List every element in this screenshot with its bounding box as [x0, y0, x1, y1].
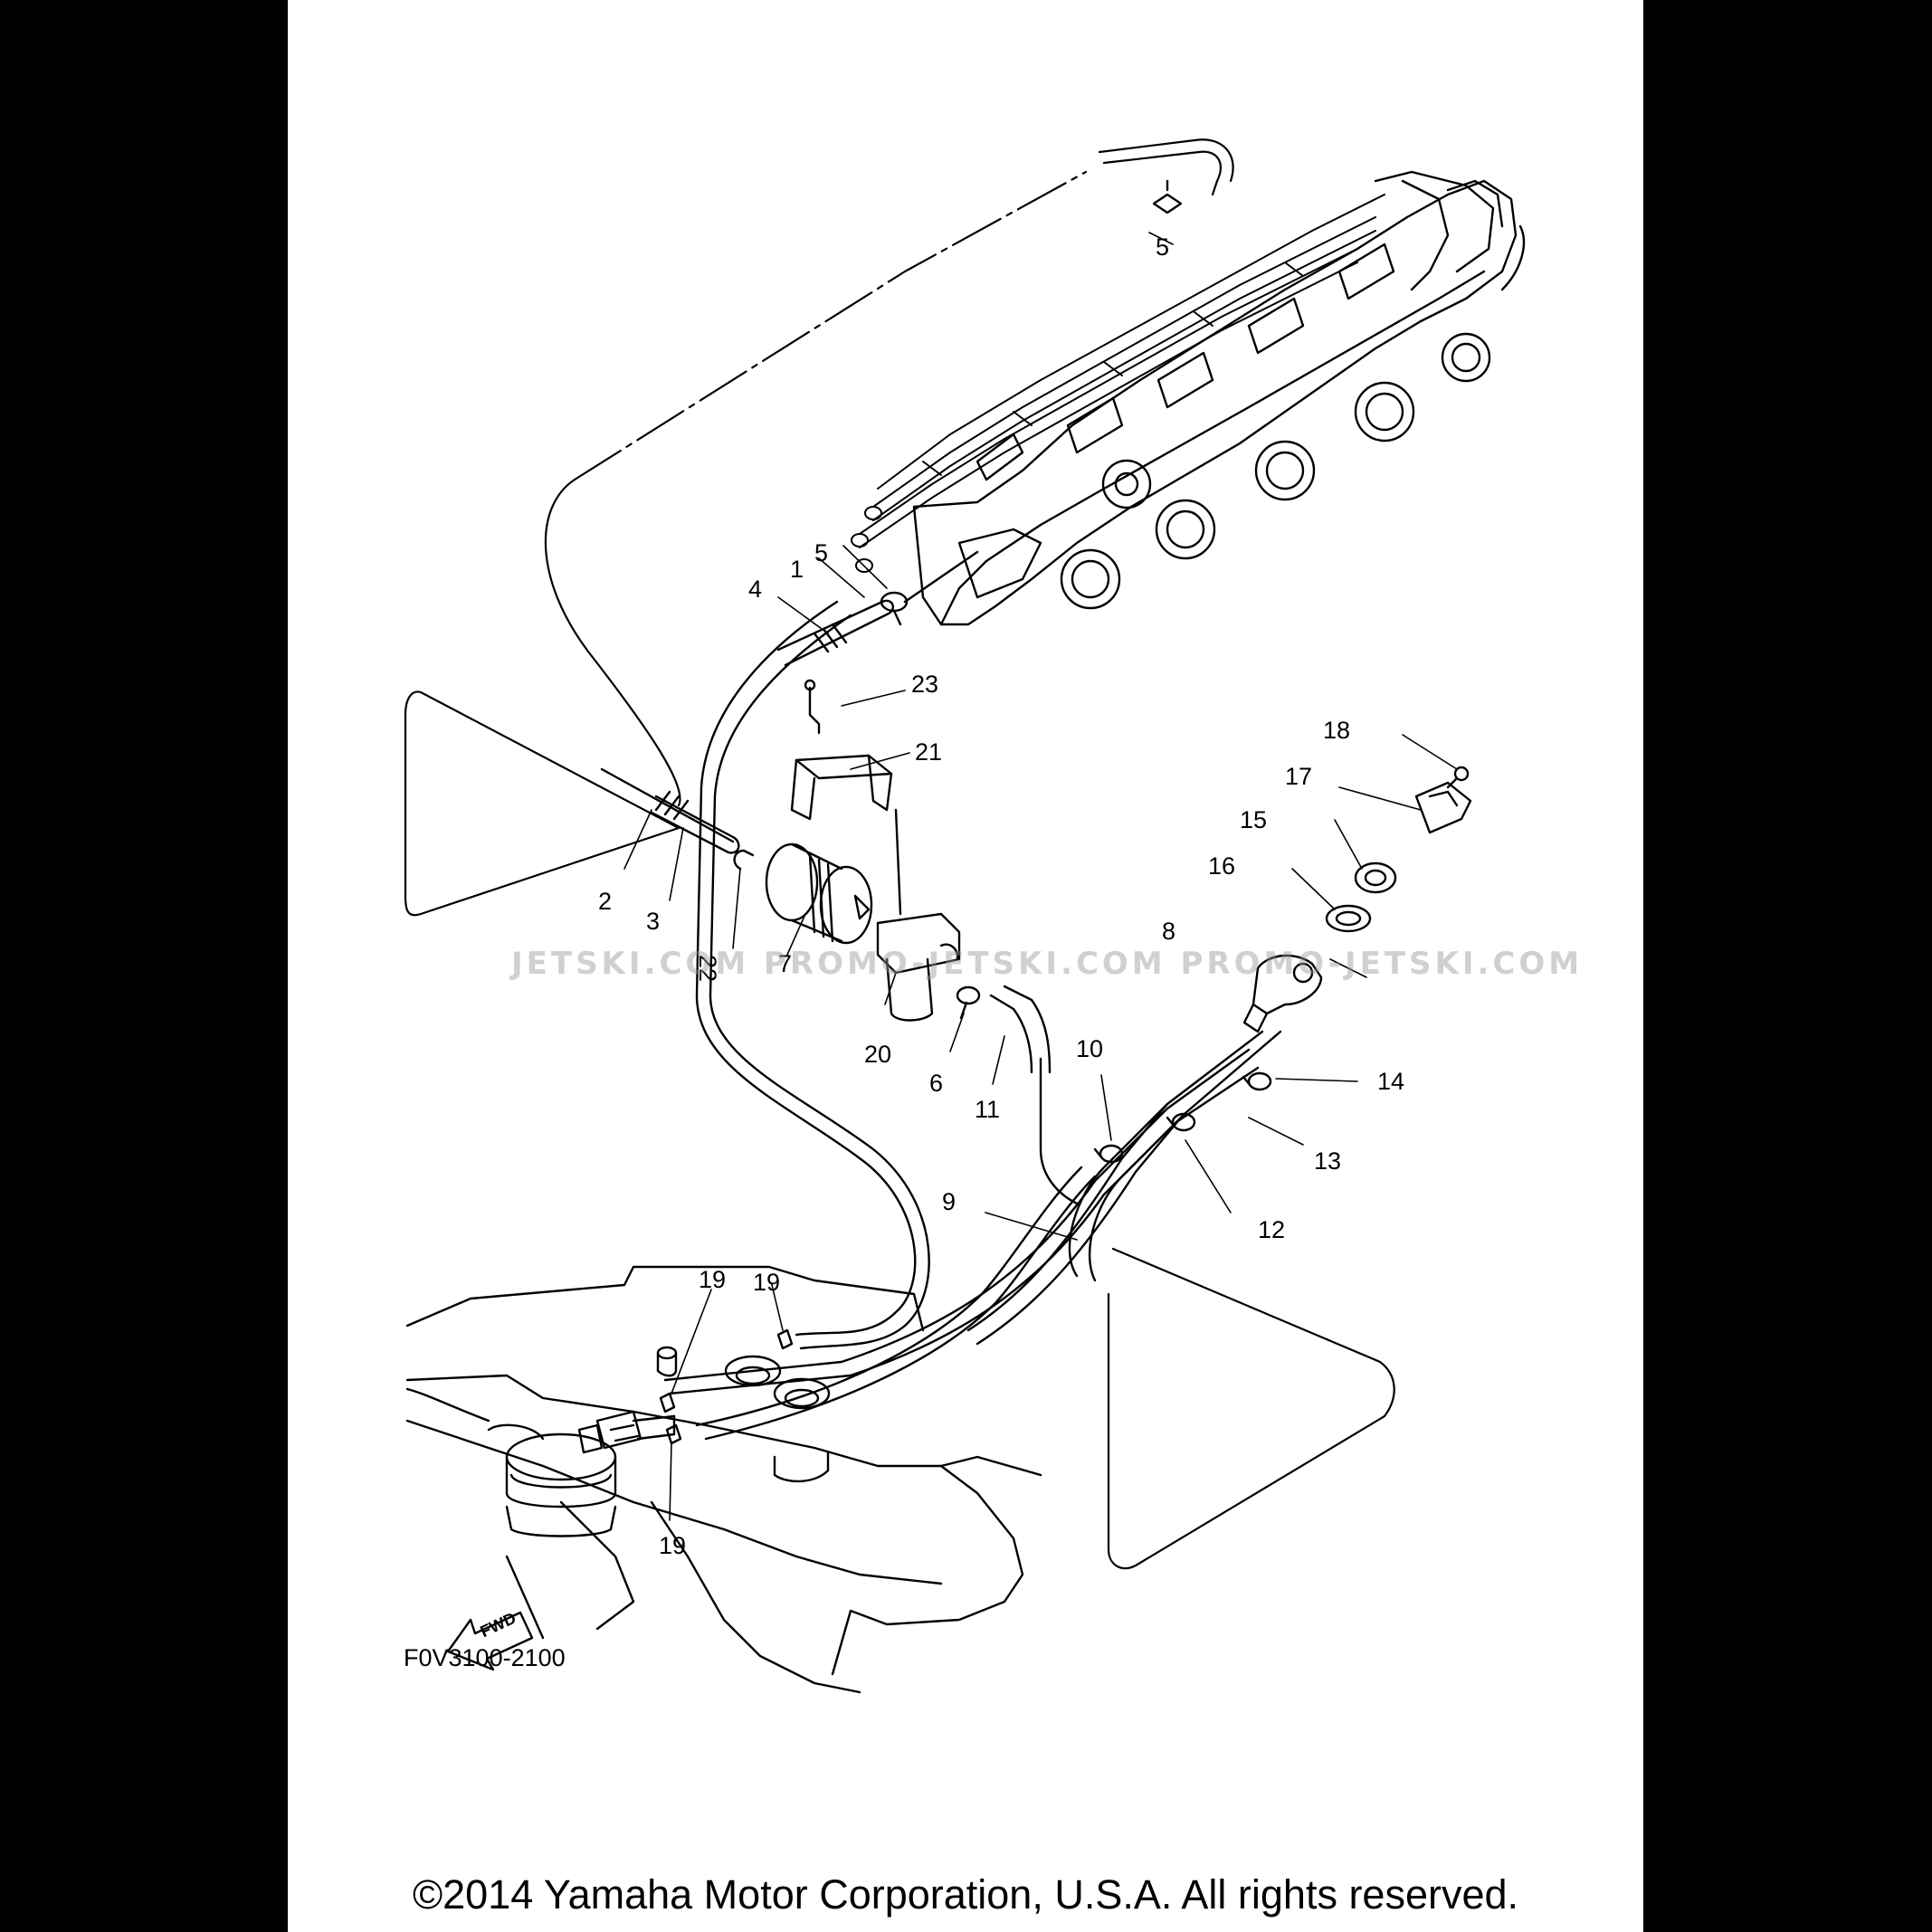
callout-13: 13 — [1314, 1147, 1342, 1175]
callout-4: 4 — [748, 576, 763, 603]
callout-15: 15 — [1240, 806, 1268, 833]
callout-11: 11 — [975, 1096, 1001, 1123]
detail-outline-left — [404, 690, 680, 917]
hose-2-3 — [600, 767, 740, 854]
holder-20 — [876, 912, 961, 1022]
clamp-14 — [1242, 1071, 1272, 1091]
clamp-10 — [1093, 1144, 1124, 1164]
leader-lines — [623, 232, 1458, 1521]
fuel-hose-main — [695, 600, 930, 1350]
grommet-15 — [1354, 861, 1397, 894]
callout-21: 21 — [915, 738, 943, 766]
fuel-tank — [405, 1265, 1042, 1694]
callout-5-top: 5 — [1156, 233, 1170, 261]
callout-5-lower: 5 — [814, 539, 829, 566]
clip-19-b — [776, 1328, 794, 1350]
callout-9: 9 — [942, 1188, 956, 1215]
callout-8: 8 — [1162, 918, 1176, 945]
callout-20: 20 — [864, 1041, 892, 1068]
hoses-12-13 — [663, 1048, 1260, 1441]
callout-17: 17 — [1285, 763, 1313, 790]
callout-16: 16 — [1208, 852, 1236, 880]
callout-6: 6 — [929, 1070, 944, 1097]
detail-outline-right — [1107, 1247, 1395, 1570]
watermark: JETSKI.COM PROMO-JETSKI.COM PROMO-JETSKI… — [511, 946, 1584, 982]
copyright-notice: ©2014 Yamaha Motor Corporation, U.S.A. A… — [412, 1871, 1519, 1918]
callout-12: 12 — [1258, 1216, 1286, 1243]
hose-11 — [989, 985, 1079, 1205]
clamp-5-top — [1152, 179, 1183, 214]
bracket-21 — [790, 679, 902, 916]
fwd-arrow-icon — [446, 1611, 534, 1671]
callout-18: 18 — [1323, 717, 1351, 744]
callout-3: 3 — [646, 908, 661, 935]
clip-19-c — [665, 1423, 682, 1445]
fuel-rail-hoses — [851, 194, 1385, 573]
fuel-filter-7 — [765, 842, 873, 945]
clamp-12 — [1166, 1112, 1196, 1132]
clip-19-a — [659, 1392, 676, 1413]
callout-7: 7 — [778, 950, 793, 977]
callout-2: 2 — [598, 888, 613, 915]
drawing-code: F0V3100-2100 — [404, 1644, 566, 1671]
engine-assembly — [912, 170, 1526, 626]
filler-neck-8 — [1242, 954, 1323, 1033]
callout-19-c: 19 — [659, 1532, 687, 1559]
callout-23: 23 — [911, 671, 939, 698]
bolt-18 — [1446, 766, 1470, 789]
clamp-5-lower — [880, 591, 909, 626]
callout-1: 1 — [790, 556, 804, 583]
callout-19-a: 19 — [699, 1266, 727, 1293]
callout-10: 10 — [1076, 1035, 1104, 1062]
cap-17 — [1414, 781, 1472, 834]
clamp-6 — [956, 985, 981, 1020]
callout-19-b: 19 — [753, 1269, 781, 1296]
return-hose-loop — [544, 138, 1234, 807]
callout-14: 14 — [1377, 1068, 1405, 1095]
fuel-pump-module — [405, 1387, 676, 1537]
clamp-22 — [733, 849, 755, 871]
washer-16 — [1325, 904, 1372, 933]
